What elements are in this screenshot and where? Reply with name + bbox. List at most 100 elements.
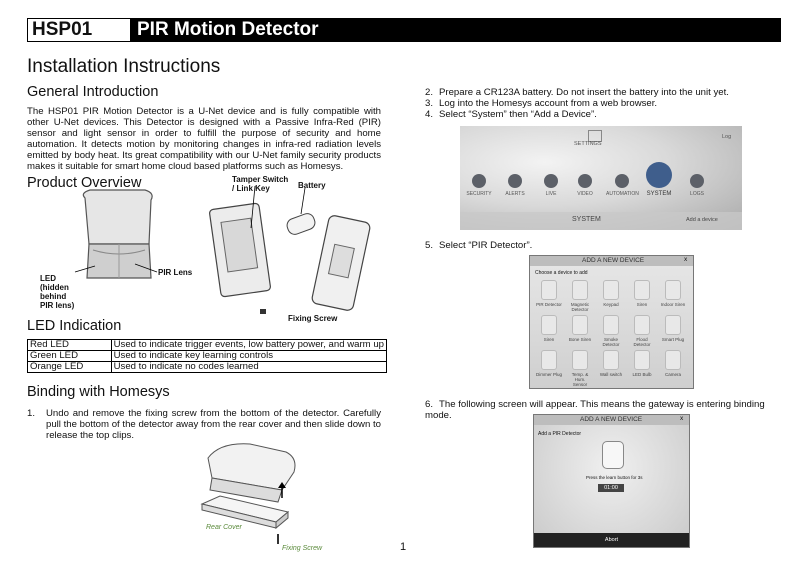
led-desc: Used to indicate trigger events, low bat…: [110, 339, 388, 351]
tile-live[interactable]: LIVE: [538, 174, 564, 197]
step-text: Select “PIR Detector”.: [439, 240, 533, 251]
abort-button[interactable]: Abort: [534, 533, 689, 547]
general-text: The HSP01 PIR Motion Detector is a U-Net…: [27, 106, 381, 172]
led-table: Red LED Used to indicate trigger events,…: [27, 339, 388, 373]
device-icon: [572, 280, 588, 300]
device-icon: [541, 280, 557, 300]
label-battery: Battery: [298, 181, 326, 190]
system-bar: [460, 212, 742, 230]
dialog-titlebar: [530, 256, 693, 266]
device-icon: [634, 280, 650, 300]
device-label: Magnetic Detector: [570, 302, 590, 312]
system-gear-icon: [646, 162, 672, 188]
device-label: Indoor Siren: [660, 302, 686, 307]
step-1: 1. Undo and remove the fixing screw from…: [27, 408, 381, 441]
device-option[interactable]: Camera: [660, 350, 686, 377]
device-option[interactable]: Bone Siren: [567, 315, 593, 342]
device-label: Keypad: [603, 302, 619, 307]
device-option[interactable]: LED Bulb: [629, 350, 655, 377]
label-tamper-switch: Tamper Switch / Link Key: [232, 175, 289, 193]
tile-automation[interactable]: AUTOMATION: [606, 174, 639, 197]
device-option[interactable]: Flood Detector: [629, 315, 655, 347]
step-4: 4. Select “System” then “Add a Device”.: [425, 109, 785, 120]
tile-alerts[interactable]: ALERTS: [502, 174, 528, 197]
device-option[interactable]: Smart Plug: [660, 315, 686, 342]
general-heading: General Introduction: [27, 84, 159, 100]
device-label: PIR Detector: [536, 302, 562, 307]
device-icon: [603, 280, 619, 300]
binding-heading: Binding with Homesys: [27, 384, 170, 400]
led-name: Orange LED: [27, 361, 112, 373]
led-desc: Used to indicate key learning controls: [110, 350, 388, 362]
device-icon: [572, 315, 588, 335]
tile-video[interactable]: VIDEO: [572, 174, 598, 197]
device-label: Wall switch: [599, 372, 623, 377]
device-option[interactable]: Temp. & Hum. Sensor: [567, 350, 593, 387]
close-icon[interactable]: x: [680, 415, 684, 422]
tile-security[interactable]: SECURITY: [466, 174, 492, 197]
device-icon: [634, 350, 650, 370]
device-icon: [665, 315, 681, 335]
step-text: The following screen will appear. This m…: [425, 399, 765, 421]
binding-screenshot: ADD A NEW DEVICE x Add a PIR Detector Pr…: [533, 414, 690, 548]
page-title: Installation Instructions: [27, 56, 221, 77]
step-text: Prepare a CR123A battery. Do not insert …: [439, 87, 729, 98]
doc-code: HSP01: [27, 18, 131, 42]
step-text: Select “System” then “Add a Device”.: [439, 109, 597, 120]
device-label: Siren: [636, 302, 648, 307]
table-row: Green LED Used to indicate key learning …: [27, 350, 388, 362]
device-label: Siren: [543, 337, 555, 342]
add-device-screenshot: ADD A NEW DEVICE x Choose a device to ad…: [529, 255, 694, 389]
led-name: Green LED: [27, 350, 112, 362]
device-icon: [665, 280, 681, 300]
product-overview-figure: [74, 185, 371, 314]
label-rear-cover: Rear Cover: [206, 524, 242, 531]
led-heading: LED Indication: [27, 318, 122, 334]
label-pir-lens: PIR Lens: [158, 268, 193, 277]
device-option[interactable]: Smoke Detector: [598, 315, 624, 347]
pir-device-icon: [602, 441, 624, 469]
logout-link[interactable]: Log: [722, 134, 732, 140]
device-option[interactable]: Dimmer Plug: [536, 350, 562, 377]
device-icon: [541, 350, 557, 370]
step-2: 2.Prepare a CR123A battery. Do not inser…: [425, 87, 785, 98]
device-icon: [665, 350, 681, 370]
table-row: Orange LED Used to indicate no codes lea…: [27, 361, 388, 373]
device-option[interactable]: Magnetic Detector: [567, 280, 593, 312]
overview-heading: Product Overview: [27, 175, 142, 191]
label-fixing-screw-2: Fixing Screw: [282, 545, 323, 552]
device-icon: [603, 315, 619, 335]
device-option[interactable]: PIR Detector: [536, 280, 562, 307]
choose-device-label: Choose a device to add: [535, 270, 588, 276]
doc-title-bar: PIR Motion Detector: [131, 18, 781, 42]
device-label: Smart Plug: [661, 337, 685, 342]
device-label: LED Bulb: [632, 372, 652, 377]
step-6: 6.The following screen will appear. This…: [425, 399, 785, 421]
device-option[interactable]: Siren: [629, 280, 655, 307]
dialog-titlebar: [534, 415, 689, 425]
device-option[interactable]: Keypad: [598, 280, 624, 307]
step-3: 3.Log into the Homesys account from a we…: [425, 98, 785, 109]
device-option[interactable]: Wall switch: [598, 350, 624, 377]
device-option[interactable]: Siren: [536, 315, 562, 342]
device-icon: [541, 315, 557, 335]
led-desc: Used to indicate no codes learned: [110, 361, 388, 373]
page-number: 1: [400, 541, 407, 553]
settings-label: SETTINGS: [574, 141, 602, 147]
device-option[interactable]: Indoor Siren: [660, 280, 686, 307]
tile-logs[interactable]: LOGS: [684, 174, 710, 197]
settings-icon: [588, 130, 602, 142]
step-text: Undo and remove the fixing screw from th…: [46, 408, 381, 441]
binding-prompt: Press the learn button for 3s: [586, 475, 643, 480]
step-number: 5.: [425, 240, 434, 251]
table-row: Red LED Used to indicate trigger events,…: [27, 339, 388, 351]
tile-system[interactable]: SYSTEM: [642, 162, 676, 197]
disassembly-figure: [200, 443, 296, 544]
device-label: Temp. & Hum. Sensor: [571, 372, 589, 387]
device-label: Bone Siren: [568, 337, 592, 342]
add-device-button[interactable]: Add a device: [686, 217, 718, 223]
step-number: 4.: [425, 109, 434, 120]
step-text: Log into the Homesys account from a web …: [439, 98, 658, 109]
close-icon[interactable]: x: [684, 256, 688, 263]
device-icon: [572, 350, 588, 370]
